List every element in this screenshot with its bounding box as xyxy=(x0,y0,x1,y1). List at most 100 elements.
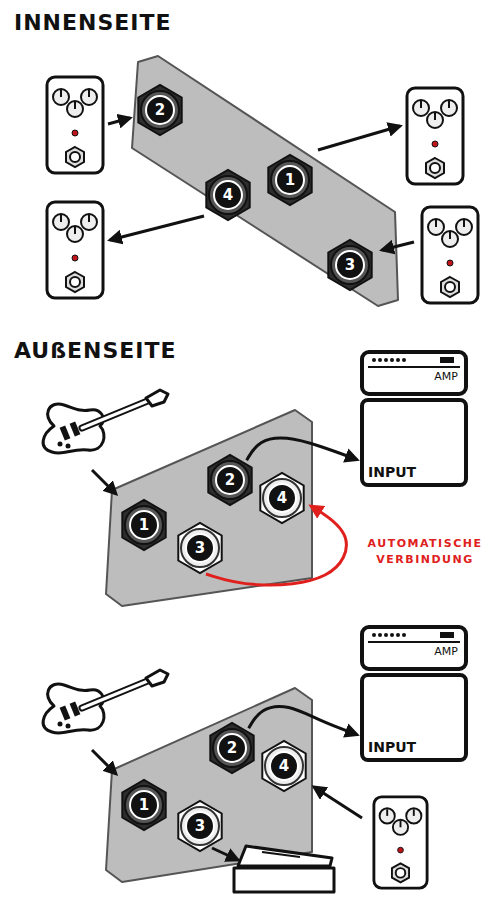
jack-hole xyxy=(270,752,298,780)
jack-socket: 2 xyxy=(134,84,186,136)
signal-arrow xyxy=(92,750,116,774)
jack-hole xyxy=(146,96,174,124)
jack-socket: 2 xyxy=(206,722,258,774)
jack-number: 2 xyxy=(225,473,235,488)
jack-number: 4 xyxy=(279,759,289,774)
jack-nut xyxy=(122,500,165,550)
jack-nut xyxy=(208,455,251,505)
jack-hole xyxy=(336,251,364,279)
input-label: INPUT xyxy=(360,739,468,755)
jack-socket: 2 xyxy=(204,454,256,506)
wah-pedal xyxy=(234,846,334,892)
connection-note: AUTOMATISCHE VERBINDUNG xyxy=(360,536,490,568)
jack-number: 4 xyxy=(223,188,233,203)
jack-number: 1 xyxy=(285,173,295,188)
jack-ring xyxy=(209,176,247,214)
section-heading: INNENSEITE xyxy=(14,10,172,35)
jack-ring xyxy=(271,161,309,199)
amp-switch xyxy=(440,357,454,363)
jack-number: 3 xyxy=(195,819,205,834)
jack-nut xyxy=(268,155,311,205)
jack-ring xyxy=(125,786,163,824)
jack-nut xyxy=(210,723,253,773)
jack-socket: 3 xyxy=(174,522,226,574)
amp-knob xyxy=(378,633,382,637)
jack-nut xyxy=(138,85,181,135)
jack-nut xyxy=(206,170,249,220)
jack-hole xyxy=(130,791,158,819)
jack-nut xyxy=(178,523,221,573)
signal-arrow xyxy=(212,848,238,860)
input-label: INPUT xyxy=(360,464,468,480)
jack-socket: 3 xyxy=(324,239,376,291)
cable-connector xyxy=(247,438,357,460)
cable-connector xyxy=(249,706,357,734)
jack-socket: 1 xyxy=(118,499,170,551)
guitar xyxy=(43,390,168,453)
section-heading: AUßENSEITE xyxy=(14,338,177,363)
amp-knob xyxy=(402,633,406,637)
jack-plate xyxy=(132,56,398,306)
amp-knob xyxy=(372,358,376,362)
effect-pedal xyxy=(374,797,427,888)
signal-arrow xyxy=(92,470,116,494)
jack-ring xyxy=(331,246,369,284)
amplifier-box: AMPINPUT xyxy=(360,350,468,487)
jack-ring xyxy=(141,91,179,129)
jack-socket: 1 xyxy=(264,154,316,206)
jack-hole xyxy=(214,181,242,209)
effect-pedal xyxy=(422,207,478,303)
jack-nut xyxy=(262,741,305,791)
signal-arrow xyxy=(108,118,130,124)
jack-nut xyxy=(178,801,221,851)
amp-panel-line xyxy=(368,366,460,368)
signal-arrow xyxy=(318,126,400,150)
jack-hole xyxy=(276,166,304,194)
jack-hole xyxy=(218,734,246,762)
amp-knob xyxy=(396,633,400,637)
jack-hole xyxy=(130,511,158,539)
amplifier-box: AMP INPUT xyxy=(360,625,468,762)
jack-socket: 3 xyxy=(174,800,226,852)
signal-arrow xyxy=(110,216,204,240)
jack-ring xyxy=(265,747,303,785)
effect-pedal xyxy=(47,77,103,173)
amp-label: AMP xyxy=(360,645,468,659)
jack-ring xyxy=(181,807,219,845)
amp-knob xyxy=(384,633,388,637)
signal-arrow xyxy=(314,787,362,818)
amp-knob xyxy=(396,358,400,362)
jack-nut xyxy=(328,240,371,290)
guitar xyxy=(43,670,168,733)
jack-number: 1 xyxy=(139,798,149,813)
jack-ring xyxy=(181,529,219,567)
jack-number: 2 xyxy=(227,741,237,756)
jack-number: 4 xyxy=(277,491,287,506)
amp-knob xyxy=(390,633,394,637)
jack-nut xyxy=(260,473,303,523)
amp-knob xyxy=(402,358,406,362)
jack-number: 3 xyxy=(345,258,355,273)
amp-switch xyxy=(440,632,454,638)
amp-knob xyxy=(390,358,394,362)
jack-number: 2 xyxy=(155,103,165,118)
jack-socket: 4 xyxy=(202,169,254,221)
jack-ring xyxy=(211,461,249,499)
amp-knob xyxy=(378,358,382,362)
jack-ring xyxy=(263,479,301,517)
jack-ring xyxy=(213,729,251,767)
jack-socket: 1 xyxy=(118,779,170,831)
jack-socket: 4 xyxy=(258,740,310,792)
jack-hole xyxy=(186,812,214,840)
jack-socket: 4 xyxy=(256,472,308,524)
effect-pedal xyxy=(407,88,463,184)
jack-hole xyxy=(186,534,214,562)
jack-number: 3 xyxy=(195,541,205,556)
signal-arrow xyxy=(382,242,414,250)
amp-panel-line xyxy=(368,641,460,643)
jack-nut xyxy=(122,780,165,830)
amp-knob xyxy=(384,358,388,362)
jack-number: 1 xyxy=(139,518,149,533)
